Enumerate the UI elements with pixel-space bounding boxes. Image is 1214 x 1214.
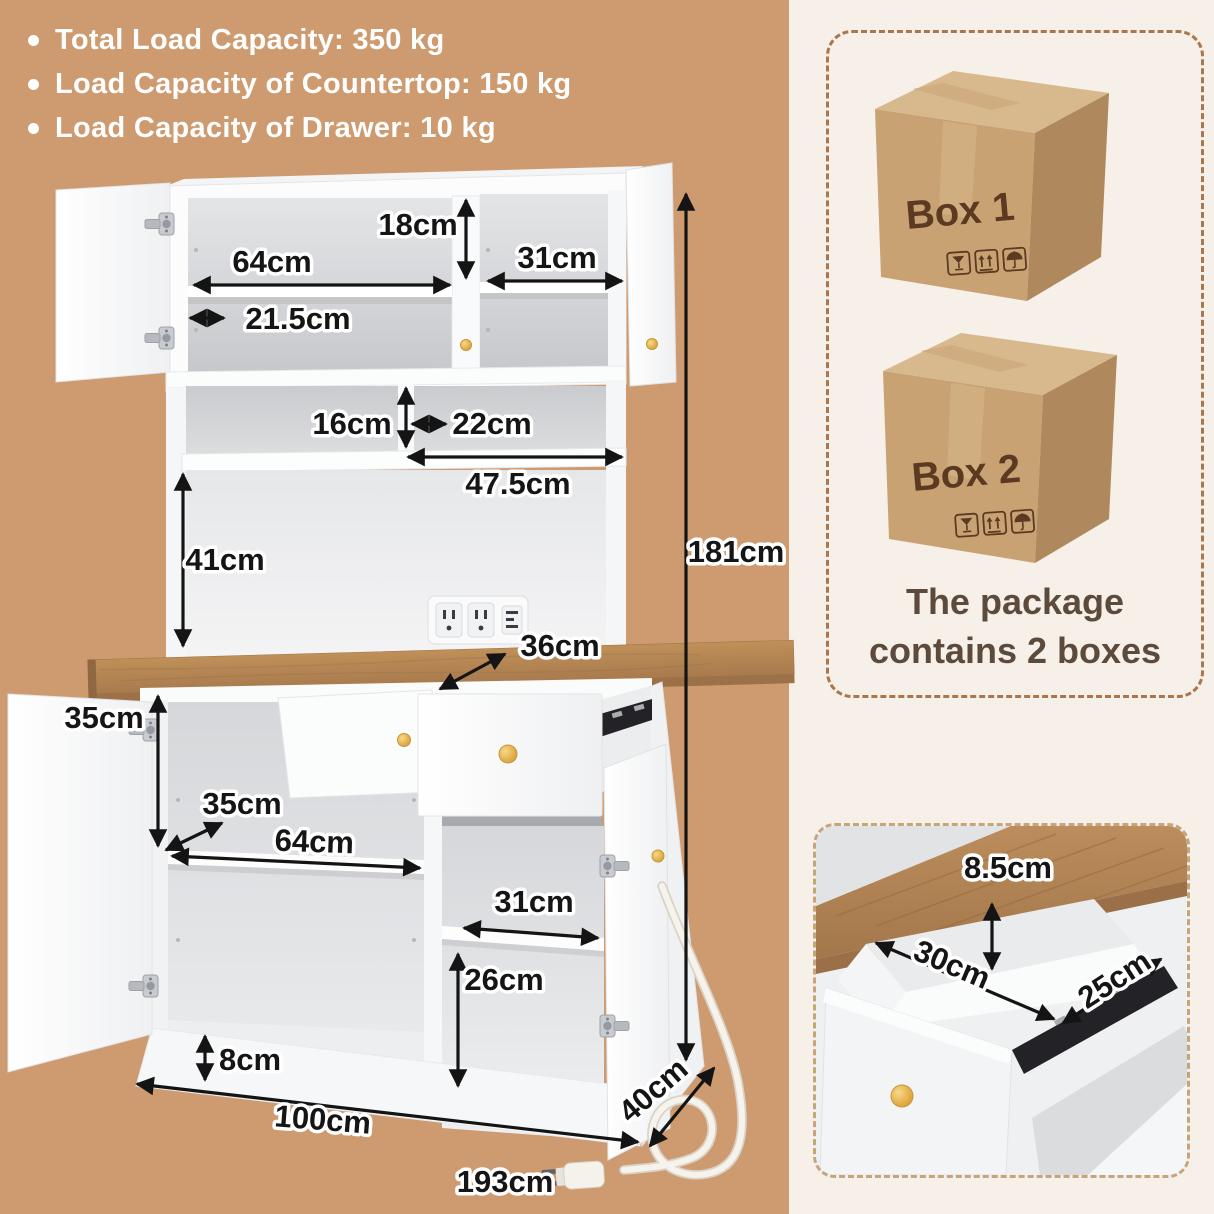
box-2: Box 2 <box>883 333 1117 563</box>
spec-text: Total Load Capacity: 350 kg <box>55 24 445 56</box>
dim-base-height: 8cm <box>195 1034 285 1082</box>
hutch-middle-section <box>165 365 627 660</box>
spec-text: Load Capacity of Countertop: 150 kg <box>55 68 572 100</box>
dim-countertop-depth: 36cm <box>438 625 603 691</box>
hutch-right-shelf <box>480 282 608 293</box>
cabinet-dimension-diagram: 18cm 64cm 31cm 21.5cm 16cm 22cm <box>7 162 795 1203</box>
dim-hutch-right-width: 31cm <box>486 237 624 291</box>
hutch-left-door-open <box>55 182 171 383</box>
gold-knob <box>498 744 518 764</box>
spec-total-load: Total Load Capacity: 350 kg <box>28 24 571 57</box>
dim-label: 36cm <box>520 628 599 663</box>
lower-right-interior <box>442 826 604 1084</box>
spec-drawer-load: Load Capacity of Drawer: 10 kg <box>28 112 571 145</box>
gold-knob <box>890 1084 914 1108</box>
drawer-detail-panel: 8.5cm 30cm 25cm <box>813 823 1190 1178</box>
dim-label: 64cm <box>274 823 354 861</box>
lower-inner-door-open <box>277 689 439 799</box>
dim-label: 193cm <box>457 1164 554 1199</box>
dim-cabinet-width: 100cm <box>135 1076 640 1150</box>
package-note: The package contains 2 boxes <box>829 577 1201 675</box>
lower-cabinet <box>7 678 705 1161</box>
box1-label: Box 1 <box>904 185 1016 238</box>
dim-lower-right-width: 31cm <box>462 881 600 947</box>
dim-label: 8cm <box>219 1042 281 1077</box>
bullet-dot-icon <box>28 79 39 90</box>
box-tape <box>913 83 1021 110</box>
dim-label: 47.5cm <box>465 466 570 501</box>
dim-label: 8.5cm <box>964 850 1052 885</box>
dim-hutch-width: 64cm <box>192 241 452 295</box>
power-strip <box>427 595 529 645</box>
workspace-back-panel <box>186 470 606 660</box>
dim-hutch-shelf-height: 18cm <box>375 198 476 280</box>
box-1: Box 1 <box>875 71 1109 301</box>
hutch-right-door-open <box>625 162 677 387</box>
dim-cubby-height: 16cm <box>309 386 416 449</box>
dim-label: 31cm <box>494 884 573 919</box>
dim-label: 26cm <box>464 962 543 997</box>
gold-knob <box>397 733 411 747</box>
load-capacity-list: Total Load Capacity: 350 kg Load Capacit… <box>28 24 571 156</box>
box2-label: Box 2 <box>910 447 1022 500</box>
dim-label: 100cm <box>273 1098 372 1140</box>
cubby-interior <box>186 386 606 458</box>
dim-label: 21.5cm <box>245 301 350 336</box>
dim-lower-depth: 35cm <box>164 783 285 852</box>
box-tape <box>947 383 985 481</box>
dim-door-shelf-gap: 21.5cm <box>188 298 354 340</box>
lower-left-door-open <box>7 693 153 1073</box>
dim-label: 35cm <box>64 700 143 735</box>
dim-label: 22cm <box>452 406 531 441</box>
dim-label: 181cm <box>688 534 785 569</box>
gold-knob <box>646 338 658 350</box>
package-panel: Box 1 Box 2 The package contains 2 boxes <box>826 30 1204 698</box>
dim-label: 64cm <box>232 244 311 279</box>
dim-label: 18cm <box>378 207 457 242</box>
bullet-dot-icon <box>28 35 39 46</box>
gold-knob <box>651 849 665 863</box>
package-note-line1: The package <box>905 581 1125 622</box>
bullet-dot-icon <box>28 123 39 134</box>
dim-label: 41cm <box>185 542 264 577</box>
package-note-line2: contains 2 boxes <box>868 630 1162 671</box>
dim-total-height: 181cm <box>676 192 788 1062</box>
dim-label: 16cm <box>312 406 391 441</box>
power-plug-icon <box>541 1160 605 1190</box>
dim-label: 31cm <box>517 240 596 275</box>
dim-lower-width: 64cm <box>170 819 422 877</box>
box-tape <box>921 345 1029 372</box>
spec-text: Load Capacity of Drawer: 10 kg <box>55 112 496 144</box>
dim-cord-length: 193cm <box>453 1161 557 1203</box>
dim-label: 35cm <box>202 786 281 821</box>
package-boxes-illustration: Box 1 Box 2 <box>875 71 1117 563</box>
dim-drawer-inner-height: 8.5cm <box>961 847 1055 971</box>
box-tape <box>939 121 977 219</box>
outlet-icon <box>467 602 495 638</box>
power-cord <box>541 881 747 1190</box>
hutch-upper-cabinet <box>55 162 677 393</box>
outlet-icon <box>435 602 463 638</box>
dim-lower-left-height: 35cm <box>61 694 168 848</box>
dim-cubby-width: 47.5cm <box>406 447 624 505</box>
dim-hutch-opening-height: 41cm <box>173 472 268 648</box>
drawer-closeup-illustration: 8.5cm 30cm 25cm <box>816 826 1187 1175</box>
hutch-left-shelf <box>188 286 452 297</box>
spec-countertop-load: Load Capacity of Countertop: 150 kg <box>28 68 571 101</box>
dim-cubby-depth: 22cm <box>410 403 535 445</box>
gold-knob <box>460 339 472 351</box>
dim-lower-right-height: 26cm <box>448 952 547 1088</box>
